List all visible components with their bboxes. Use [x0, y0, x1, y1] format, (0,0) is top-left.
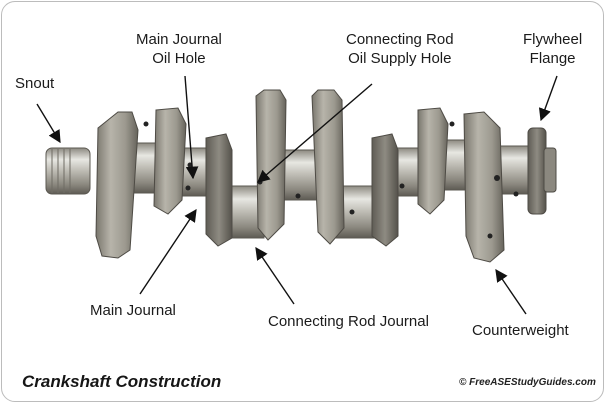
arrow-snout — [36, 103, 61, 144]
counterweight — [463, 111, 505, 263]
label-flywheel-line2: Flange — [529, 50, 576, 67]
label-main-journal-oil-hole: Main Journal Oil Hole — [136, 30, 222, 68]
label-main-journal: Main Journal — [90, 302, 176, 319]
snout-shaft — [45, 147, 91, 195]
label-main-journal-oil-hole-line2: Oil Hole — [152, 50, 206, 67]
arrow-conn-rod-journal — [255, 246, 295, 305]
arrow-counterweight — [495, 268, 527, 315]
flywheel-flange — [527, 127, 547, 215]
arrow-conn-rod-oil-supply — [257, 83, 373, 183]
diagram-caption: Crankshaft Construction — [22, 372, 222, 391]
label-conn-rod-oil-supply-line1: Connecting Rod — [346, 31, 454, 48]
crankshaft-illustration — [45, 89, 557, 263]
pointer-arrows — [36, 75, 558, 315]
label-flywheel-flange: Flywheel Flange — [523, 30, 582, 68]
arrow-flywheel-flange — [538, 75, 558, 122]
label-flywheel-line1: Flywheel — [523, 31, 583, 48]
copyright-notice: © FreeASEStudyGuides.com — [459, 377, 596, 388]
label-main-journal-oil-hole-line1: Main Journal — [136, 31, 222, 48]
label-counterweight: Counterweight — [472, 322, 569, 339]
label-snout: Snout — [15, 75, 55, 92]
label-conn-rod-oil-supply-line2: Oil Supply Hole — [348, 50, 452, 67]
arrow-main-journal — [139, 208, 197, 295]
label-conn-rod-oil-supply: Connecting Rod Oil Supply Hole — [346, 30, 454, 68]
arrow-main-journal-oil-hole — [184, 75, 199, 180]
label-conn-rod-journal: Connecting Rod Journal — [268, 313, 429, 330]
